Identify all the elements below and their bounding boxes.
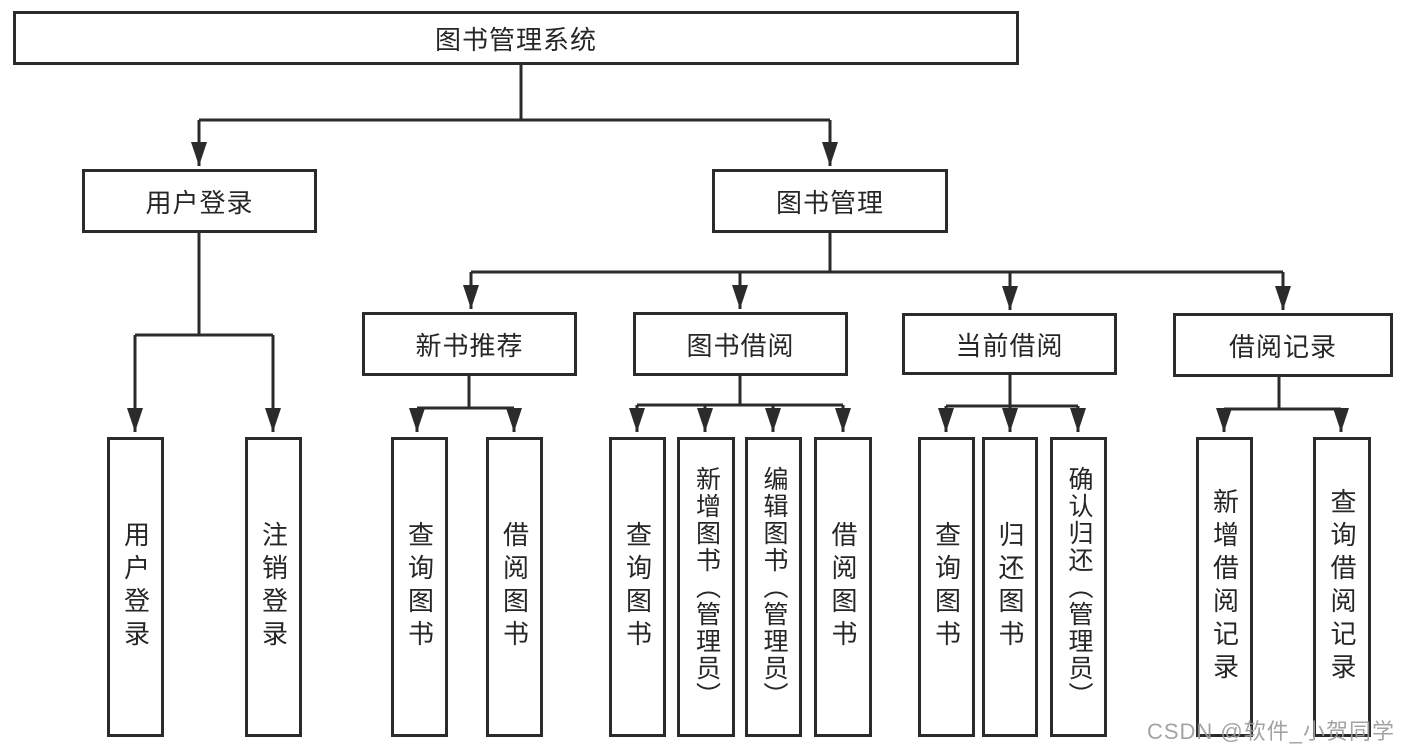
- leaf-label: 查询图书: [622, 521, 653, 653]
- watermark: CSDN @软件_小贺同学: [1146, 719, 1395, 744]
- node-current-borrow: 当前借阅: [902, 313, 1117, 375]
- leaf-add-borrow-record: 新增借阅记录: [1196, 437, 1253, 737]
- node-current-borrow-label: 当前借阅: [955, 330, 1064, 361]
- leaf-label: 新增借阅记录: [1209, 488, 1240, 686]
- leaf-borrow-books-2: 借阅图书: [814, 437, 872, 737]
- leaf-add-book-admin: 新增图书（管理员）: [677, 437, 735, 737]
- node-new-books: 新书推荐: [362, 312, 577, 376]
- leaf-label: 归还图书: [995, 521, 1025, 653]
- node-borrow-records-label: 借阅记录: [1228, 331, 1337, 362]
- node-new-books-label: 新书推荐: [415, 330, 524, 361]
- leaf-label: 编辑图书（管理员）: [760, 465, 788, 709]
- leaf-query-books-3: 查询图书: [918, 437, 975, 737]
- node-user-login: 用户登录: [82, 169, 317, 233]
- leaf-query-books-1: 查询图书: [391, 437, 448, 737]
- leaf-borrow-books-1: 借阅图书: [486, 437, 543, 737]
- leaf-label: 用户登录: [120, 521, 151, 653]
- leaf-label: 确认归还（管理员）: [1065, 465, 1093, 709]
- leaf-label: 查询图书: [931, 521, 962, 653]
- leaf-label: 新增图书（管理员）: [692, 465, 721, 709]
- leaf-label: 查询图书: [404, 521, 435, 653]
- leaf-edit-book-admin: 编辑图书（管理员）: [745, 437, 802, 737]
- node-borrow-records: 借阅记录: [1173, 313, 1393, 377]
- leaf-query-books-2: 查询图书: [609, 437, 666, 737]
- node-root: 图书管理系统: [13, 11, 1019, 65]
- node-root-label: 图书管理系统: [434, 24, 597, 55]
- leaf-label: 借阅图书: [828, 521, 858, 653]
- node-book-borrow: 图书借阅: [633, 312, 848, 376]
- node-book-borrow-label: 图书借阅: [686, 330, 795, 361]
- node-book-mgmt: 图书管理: [712, 169, 948, 233]
- leaf-logout: 注销登录: [245, 437, 302, 737]
- leaf-user-login: 用户登录: [107, 437, 164, 737]
- leaf-confirm-return-admin: 确认归还（管理员）: [1050, 437, 1107, 737]
- node-user-login-label: 用户登录: [145, 187, 254, 218]
- leaf-label: 查询借阅记录: [1327, 488, 1357, 686]
- leaf-label: 注销登录: [258, 521, 289, 653]
- leaf-query-borrow-record: 查询借阅记录: [1313, 437, 1371, 737]
- leaf-label: 借阅图书: [499, 521, 530, 653]
- node-book-mgmt-label: 图书管理: [775, 187, 884, 218]
- leaf-return-book: 归还图书: [982, 437, 1038, 737]
